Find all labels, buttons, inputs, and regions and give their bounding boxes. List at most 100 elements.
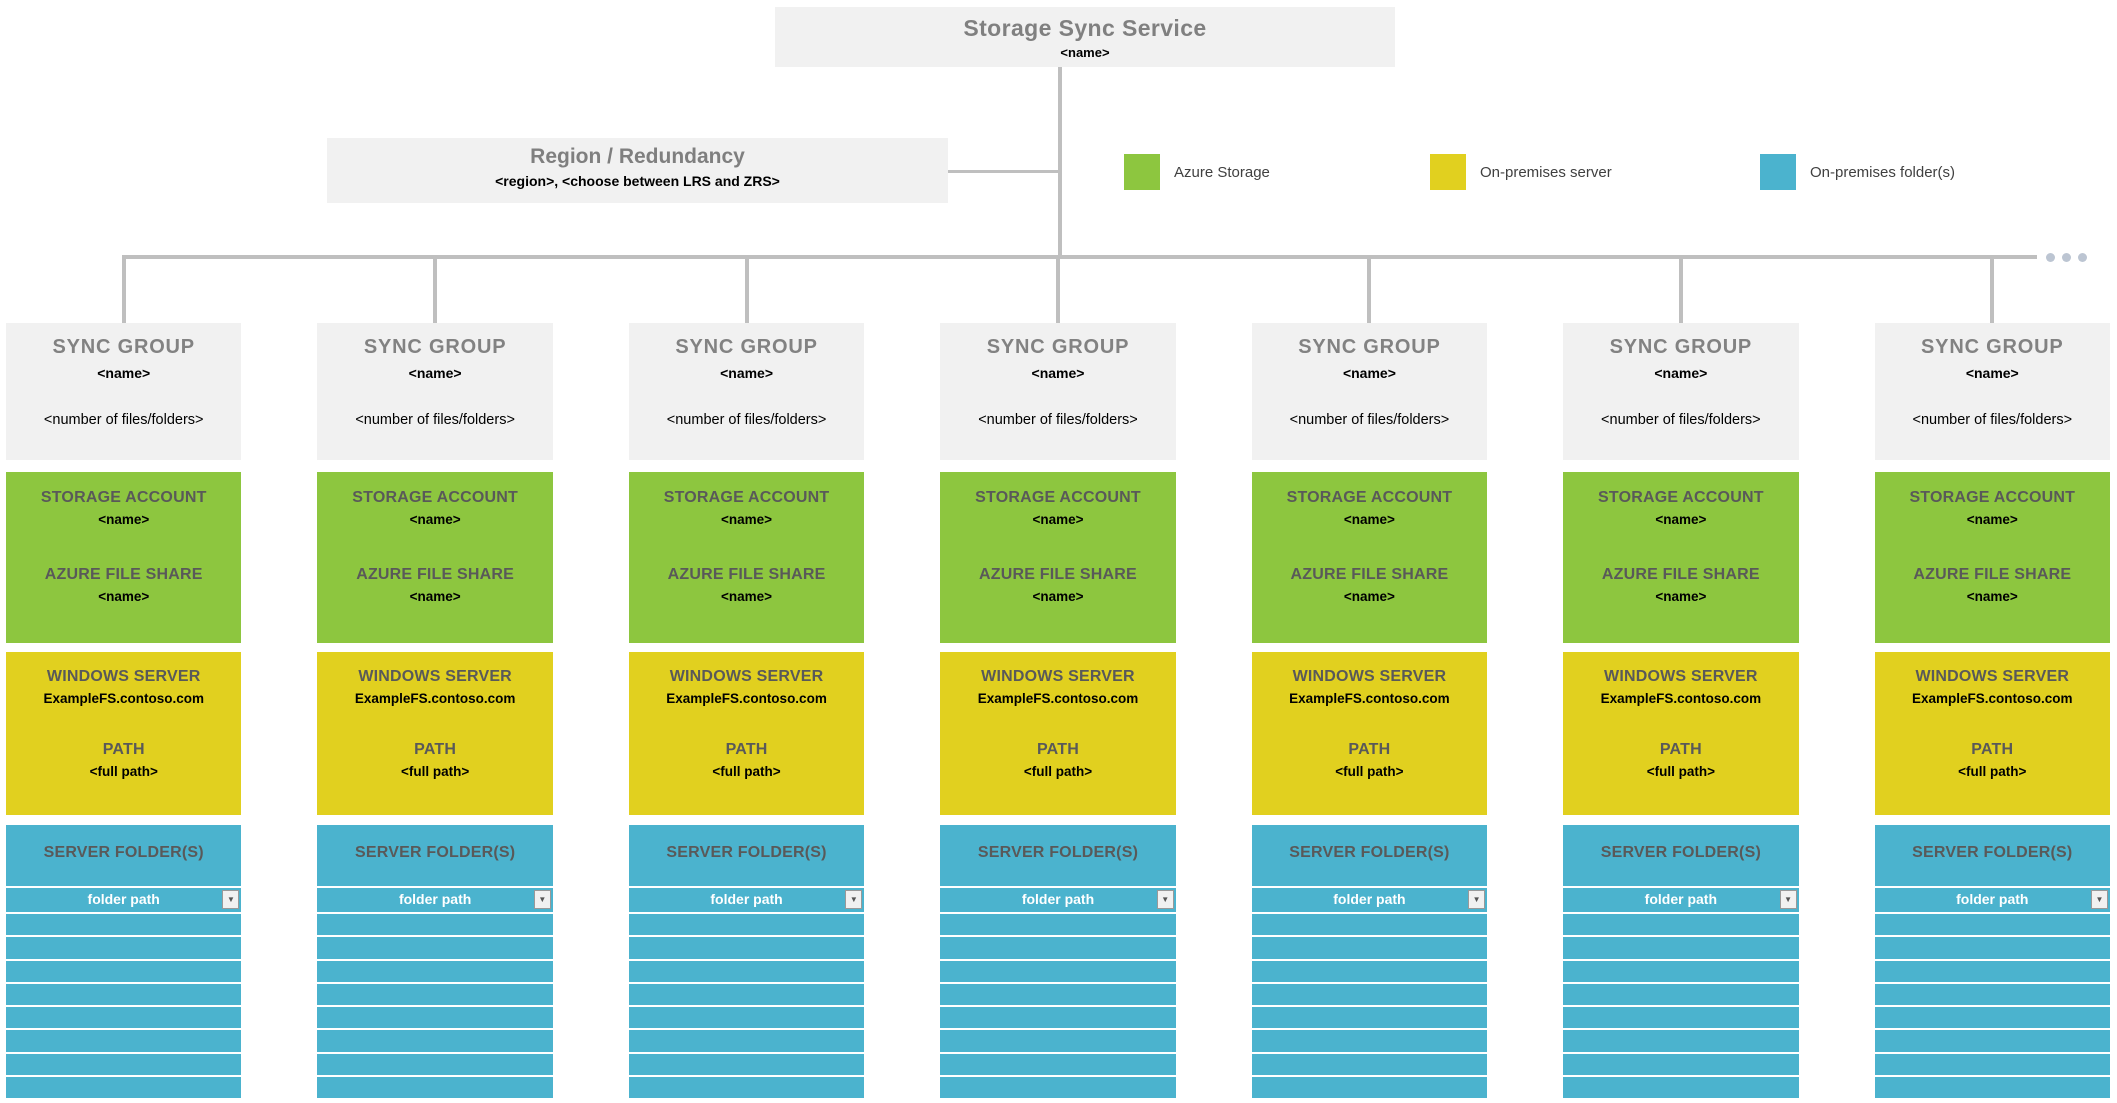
- azure-file-share-label: AZURE FILE SHARE: [1290, 566, 1449, 583]
- azure-file-share-label: AZURE FILE SHARE: [44, 566, 203, 583]
- folder-row: [6, 961, 242, 984]
- legend-label: On-premises server: [1480, 163, 1612, 181]
- sync-group-column: SYNC GROUP <name> <number of files/folde…: [1251, 255, 1488, 1101]
- folder-row: [1251, 1077, 1488, 1101]
- folder-row: [1563, 1007, 1799, 1031]
- path-value-placeholder: <full path>: [1646, 764, 1715, 779]
- folder-path-dropdown-button[interactable]: ▼: [1156, 890, 1174, 909]
- sync-group-count-placeholder: <number of files/folders>: [1289, 412, 1450, 428]
- path-value-placeholder: <full path>: [1335, 764, 1404, 779]
- windows-server-name: ExampleFS.contoso.com: [354, 691, 516, 706]
- connector-stub: [744, 255, 749, 323]
- folder-path-dropdown-button[interactable]: ▼: [222, 890, 240, 909]
- folder-row: [628, 1054, 865, 1078]
- storage-account-label: STORAGE ACCOUNT: [1286, 489, 1453, 506]
- legend-swatch-icon: [1430, 154, 1466, 190]
- folder-row: [1251, 961, 1488, 984]
- folder-path-dropdown-button[interactable]: ▼: [1468, 890, 1486, 909]
- folder-path-dropdown-button[interactable]: ▼: [533, 890, 551, 909]
- sync-group-box: SYNC GROUP <name> <number of files/folde…: [6, 323, 242, 460]
- windows-server-label: WINDOWS SERVER: [981, 668, 1135, 685]
- folder-path-header-label: folder path: [1021, 891, 1095, 907]
- connector-region-line: [948, 170, 1060, 173]
- windows-server-label: WINDOWS SERVER: [669, 668, 824, 685]
- sync-group-name-placeholder: <name>: [1342, 365, 1396, 381]
- folder-rows: [6, 914, 242, 1101]
- folder-row: [317, 1077, 553, 1101]
- folder-row: [317, 961, 553, 984]
- folder-row: [1563, 1077, 1799, 1101]
- region-redundancy-title: Region / Redundancy: [530, 145, 745, 168]
- folder-path-header-row: folder path ▼: [1874, 886, 2110, 914]
- azure-file-share-label: AZURE FILE SHARE: [1913, 566, 2072, 583]
- path-value-placeholder: <full path>: [401, 764, 470, 779]
- folder-path-dropdown-button[interactable]: ▼: [2091, 890, 2108, 909]
- server-folders-label: SERVER FOLDER(S): [1912, 844, 2073, 861]
- folder-path-dropdown-button[interactable]: ▼: [1779, 890, 1797, 909]
- path-label: PATH: [1348, 741, 1391, 758]
- folder-row: [1251, 1007, 1488, 1031]
- legend-item: Azure Storage: [1124, 154, 1270, 190]
- sync-group-title: SYNC GROUP: [986, 336, 1130, 358]
- folder-path-header-label: folder path: [710, 891, 783, 907]
- azure-file-share-name-placeholder: <name>: [1655, 589, 1707, 604]
- server-folders-box: SERVER FOLDER(S) folder path ▼: [628, 825, 865, 1101]
- path-label: PATH: [1659, 741, 1702, 758]
- folder-rows: [1874, 914, 2110, 1101]
- sync-group-columns: SYNC GROUP <name> <number of files/folde…: [6, 255, 2110, 1101]
- windows-server-name: ExampleFS.contoso.com: [43, 691, 204, 706]
- folder-row: [1251, 937, 1488, 961]
- folder-row: [1874, 984, 2110, 1008]
- folder-row: [940, 914, 1176, 938]
- storage-account-box: STORAGE ACCOUNT <name> AZURE FILE SHARE …: [1874, 472, 2110, 643]
- folder-path-header-label: folder path: [398, 891, 472, 907]
- connector-stub: [1055, 255, 1060, 323]
- sync-group-name-placeholder: <name>: [1965, 365, 2019, 381]
- folder-row: [1874, 1077, 2110, 1101]
- azure-file-share-label: AZURE FILE SHARE: [667, 566, 826, 583]
- storage-account-label: STORAGE ACCOUNT: [352, 489, 518, 506]
- windows-server-label: WINDOWS SERVER: [1915, 668, 2070, 685]
- windows-server-name: ExampleFS.contoso.com: [666, 691, 827, 706]
- folder-row: [940, 1007, 1176, 1031]
- sync-group-count-placeholder: <number of files/folders>: [43, 412, 204, 428]
- storage-account-name-placeholder: <name>: [721, 512, 773, 527]
- storage-sync-service-title: Storage Sync Service: [963, 15, 1207, 41]
- windows-server-box: WINDOWS SERVER ExampleFS.contoso.com PAT…: [940, 652, 1176, 815]
- folder-row: [1874, 1007, 2110, 1031]
- folder-row: [628, 1030, 865, 1054]
- azure-file-share-label: AZURE FILE SHARE: [356, 566, 515, 583]
- azure-file-share-name-placeholder: <name>: [1032, 589, 1084, 604]
- sync-group-column: SYNC GROUP <name> <number of files/folde…: [317, 255, 553, 1101]
- folder-row: [6, 1007, 242, 1031]
- folder-row: [317, 1007, 553, 1031]
- folder-row: [1874, 937, 2110, 961]
- sync-group-title: SYNC GROUP: [1921, 336, 2064, 358]
- connector-title-to-trunk: [1058, 67, 1062, 255]
- folder-row: [628, 984, 865, 1008]
- storage-sync-service-name-placeholder: <name>: [1060, 45, 1110, 60]
- folder-row: [317, 937, 553, 961]
- folder-row: [1874, 1054, 2110, 1078]
- azure-file-share-name-placeholder: <name>: [98, 589, 150, 604]
- folder-row: [1251, 1030, 1488, 1054]
- folder-row: [628, 914, 865, 938]
- storage-account-box: STORAGE ACCOUNT <name> AZURE FILE SHARE …: [1563, 472, 1799, 643]
- sync-group-name-placeholder: <name>: [1031, 365, 1085, 381]
- folder-path-dropdown-button[interactable]: ▼: [845, 890, 863, 909]
- folder-row: [940, 937, 1176, 961]
- folder-row: [1874, 1030, 2110, 1054]
- sync-group-title: SYNC GROUP: [675, 336, 818, 358]
- path-label: PATH: [102, 741, 145, 758]
- windows-server-box: WINDOWS SERVER ExampleFS.contoso.com PAT…: [6, 652, 242, 815]
- folder-rows: [628, 914, 865, 1101]
- server-folders-label: SERVER FOLDER(S): [1289, 844, 1450, 861]
- folder-row: [628, 937, 865, 961]
- folder-row: [1563, 1054, 1799, 1078]
- azure-file-share-name-placeholder: <name>: [1343, 589, 1395, 604]
- windows-server-name: ExampleFS.contoso.com: [1289, 691, 1450, 706]
- storage-account-box: STORAGE ACCOUNT <name> AZURE FILE SHARE …: [628, 472, 865, 643]
- folder-row: [6, 1030, 242, 1054]
- sync-group-box: SYNC GROUP <name> <number of files/folde…: [317, 323, 553, 460]
